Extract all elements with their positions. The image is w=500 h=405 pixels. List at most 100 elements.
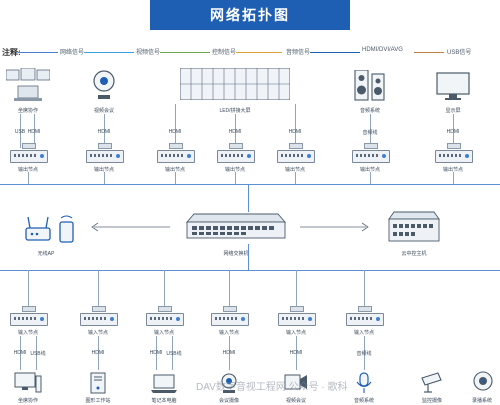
device-label: 笔记本电脑 [151,398,177,404]
legend-item-control: 控制信号 [212,50,237,56]
legend-label: 注释: [2,48,21,57]
monitor-icon [436,72,470,100]
arrow-right-icon [300,222,369,232]
device-label: 坐席协作 [17,108,39,114]
connector-line [229,336,230,370]
diagram-title: 网络拓扑图 [150,0,350,30]
legend-item-network: 网络信号 [60,50,85,56]
connector-line [229,270,230,306]
connector-line [98,336,99,370]
output-node [86,150,124,163]
node-tag [22,143,36,149]
arrow-left-icon [91,222,170,232]
output-node [10,150,48,163]
port-label: USB线 [166,351,182,357]
output-node [217,150,255,163]
connector-line [172,336,173,370]
port-label: HDMI [27,129,41,135]
output-node [435,150,473,163]
connector-line [20,336,21,370]
device-label: LED/拼接大屏 [219,108,251,114]
port-label: 音频线 [356,351,372,357]
node-tag [223,306,237,312]
node-label: 输入节点 [153,330,175,336]
input-node [211,313,249,326]
legend: 注释: 网络信号 视频信号 控制信号 音频信号 HDMI/DVI/AVG USB… [0,44,500,60]
device-label: 会议摄像 [218,398,240,404]
connector-line [370,114,371,148]
switch-label: 网络交换机 [223,251,249,257]
legend-item-audio: 音频信号 [286,50,311,56]
port-label: USB线 [30,351,46,357]
node-tag [290,306,304,312]
legend-line-hdmi [310,52,360,53]
port-label: HDMI [168,129,182,135]
legend-item-hdmi: HDMI/DVI/AVG [362,47,403,53]
node-tag [289,143,303,149]
port-label: HDMI [228,129,242,135]
connector-line [175,172,176,184]
port-label: HDMI [222,350,236,356]
connector-line [164,270,165,306]
node-label: 输出节点 [93,167,115,173]
connector-line [28,270,29,306]
microphone-icon [356,372,372,393]
connector-line [453,114,454,148]
connector-line [453,172,454,184]
node-tag [447,143,461,149]
port-label: HDMI [149,350,163,356]
connector-line [296,270,297,306]
switch-downlink [248,244,249,270]
network-switch-icon [186,213,286,239]
port-label: HDMI [288,129,302,135]
device-label: 显示屏 [445,108,461,114]
device-label: 图形工作站 [85,398,111,404]
port-label: HDMI [446,129,460,135]
switch-uplink [248,184,249,212]
connector-line [295,172,296,184]
port-label: HDMI [13,350,27,356]
connector-line [104,114,105,148]
connector-line [104,172,105,184]
input-node [10,313,48,326]
output-node [352,150,390,163]
input-node [146,313,184,326]
speaker-icon [354,70,385,101]
node-tag [98,143,112,149]
top-network-bus [0,184,500,185]
connector-line [36,336,37,370]
device-label: 视频会议 [285,398,307,404]
node-label: 输出节点 [164,167,186,173]
workstation-icon [14,372,42,393]
video-wall-icon [6,68,50,101]
node-label: 输出节点 [17,167,39,173]
device-label: 音频系统 [359,108,381,114]
node-tag [364,143,378,149]
legend-line-control [160,52,210,53]
node-tag [358,306,372,312]
watermark-text: DAV数字音视工程网 公众号 · 歌科 [196,382,348,393]
node-label: 输入节点 [218,330,240,336]
surveillance-camera-icon [421,372,442,393]
node-label: 输入节点 [285,330,307,336]
video-conference-icon [284,374,307,390]
input-node [80,313,118,326]
device-label: 音频系统 [353,398,375,404]
control-host-icon [388,211,440,242]
node-label: 输出节点 [359,167,381,173]
connector-line [235,172,236,184]
connector-line [295,104,296,148]
connector-line [175,104,176,148]
port-label: 音频线 [362,130,378,136]
node-tag [158,306,172,312]
node-label: 输出节点 [224,167,246,173]
bottom-network-bus [0,270,500,271]
host-label: 云中控主机 [401,251,427,257]
legend-line-audio [236,52,282,53]
node-label: 输入节点 [353,330,375,336]
connector-line [98,270,99,306]
connector-line [364,336,365,370]
output-node [157,150,195,163]
legend-item-usb: USB信号 [447,50,472,56]
